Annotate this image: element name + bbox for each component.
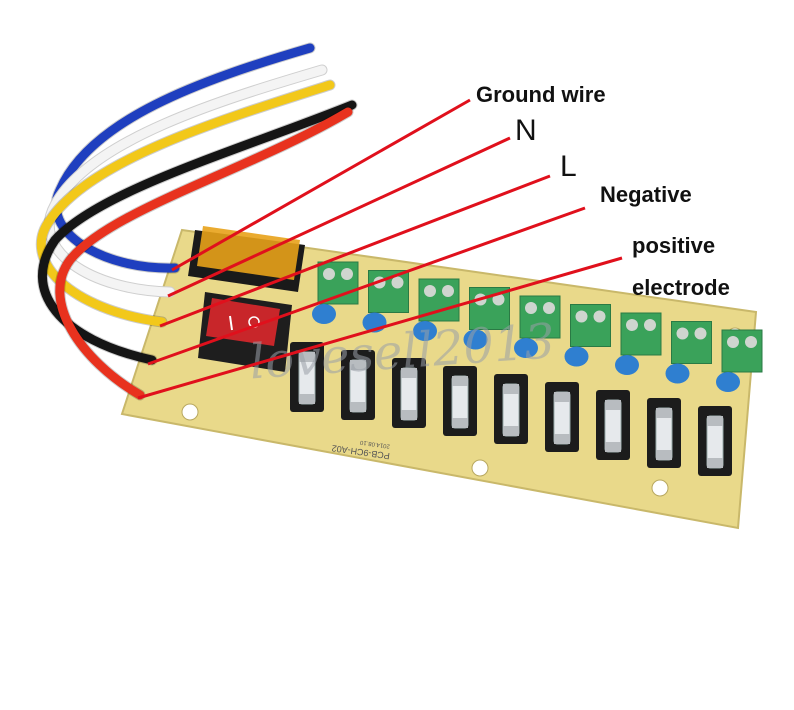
label-n: N (515, 114, 537, 147)
fuse-cap (707, 458, 723, 468)
label-ground-wire: Ground wire (476, 82, 606, 107)
terminal-screw (676, 327, 689, 340)
terminal-screw (575, 310, 588, 323)
capacitor (463, 329, 488, 350)
terminal-block (671, 321, 712, 364)
terminal-screw (341, 268, 353, 280)
mounting-hole (181, 403, 199, 421)
label-positive: positive (632, 233, 716, 258)
fuse-cap (656, 408, 672, 418)
terminal-screw (727, 336, 739, 348)
fuse-cap (656, 450, 672, 460)
terminal-screw (543, 302, 555, 314)
leader-line-ground-wire (171, 98, 471, 272)
fuse-cap (299, 352, 315, 362)
capacitor (514, 338, 538, 358)
leader-line-positive (137, 256, 623, 400)
terminal-screw (644, 319, 656, 331)
fuse-cap (503, 426, 519, 436)
terminal-screw (391, 276, 404, 289)
terminal-screw (593, 310, 606, 323)
capacitor (665, 363, 690, 384)
terminal-screw (323, 268, 335, 280)
terminal-screw (626, 319, 638, 331)
terminal-screw (442, 285, 454, 297)
pcb-date: 2014.08.10 (359, 439, 390, 449)
channel-7 (596, 312, 662, 460)
blue-wire (51, 43, 315, 273)
capacitor (615, 355, 639, 375)
terminal-screw (424, 285, 436, 297)
fuse-cap (707, 416, 723, 426)
terminal-screw (492, 293, 505, 306)
leader-line-negative (147, 206, 586, 366)
wire-bundle (35, 42, 358, 401)
capacitor (716, 372, 740, 392)
terminal-screw (525, 302, 537, 314)
channel-8 (647, 321, 712, 468)
terminal-block (620, 312, 662, 356)
channel-5 (494, 295, 561, 444)
terminal-screw (694, 327, 707, 340)
terminal-block (721, 329, 763, 373)
leader-line-l (159, 174, 551, 328)
channel-2 (341, 270, 409, 420)
label-negative: Negative (600, 182, 692, 207)
fuse-cap (554, 434, 570, 444)
fuse-cap (299, 394, 315, 404)
fuse-cap (503, 384, 519, 394)
capacitor (413, 321, 437, 341)
label-electrode: electrode (632, 275, 730, 300)
terminal-block (469, 287, 510, 330)
channel-6 (545, 304, 611, 452)
terminal-block (570, 304, 611, 347)
fuse-cap (350, 402, 366, 412)
channel-4 (443, 287, 510, 436)
fuse-cap (452, 418, 468, 428)
fuse-cap (605, 400, 621, 410)
leader-lines (137, 98, 623, 400)
capacitor (564, 346, 589, 367)
fuse-cap (401, 368, 417, 378)
fuse-cap (452, 376, 468, 386)
fuse-cap (401, 410, 417, 420)
terminal-screw (745, 336, 757, 348)
red-wire (55, 107, 353, 400)
fuse-cap (554, 392, 570, 402)
label-l: L (560, 150, 577, 183)
capacitor (312, 304, 336, 324)
fuse-cap (350, 360, 366, 370)
mounting-hole (471, 459, 489, 477)
leader-line-n (167, 136, 511, 298)
channel-9 (698, 329, 763, 476)
yellow-wire (36, 80, 335, 327)
channel-3 (392, 278, 460, 428)
mounting-hole (651, 479, 669, 497)
rocker-switch (198, 292, 292, 372)
fuse-cap (605, 442, 621, 452)
white-wire (44, 65, 327, 297)
terminal-block (519, 295, 561, 339)
